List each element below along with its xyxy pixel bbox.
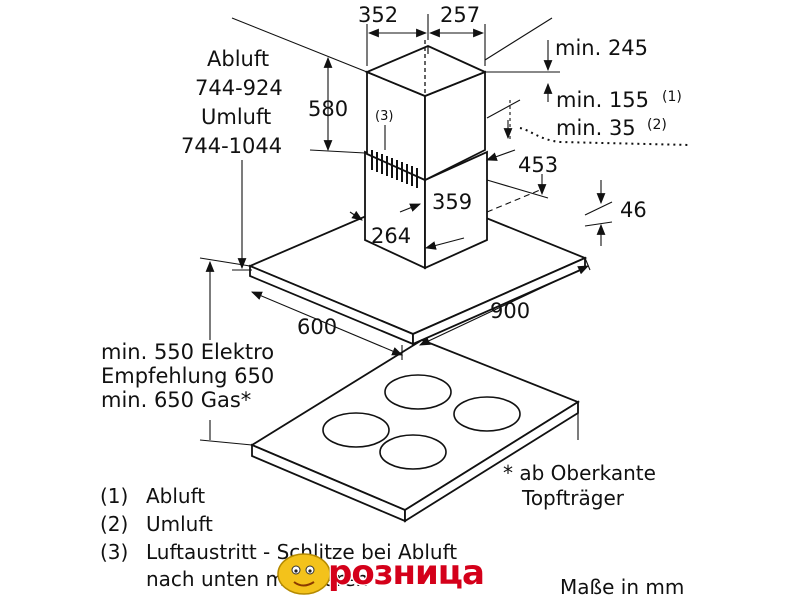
- label-min-245: min. 245: [555, 36, 648, 60]
- hood-chimney: [364, 40, 488, 270]
- label-600: 600: [297, 315, 337, 339]
- label-empfehlung: Empfehlung 650: [101, 364, 274, 388]
- note-asterisk-2: Topfträger: [521, 486, 625, 510]
- label-min-35: min. 35: [556, 116, 636, 140]
- legend-text-1: Abluft: [146, 484, 205, 508]
- svg-text:розница: розница: [328, 553, 484, 593]
- label-453: 453: [518, 153, 558, 177]
- note-units: Maße in mm: [560, 575, 684, 599]
- label-46: 46: [620, 198, 647, 222]
- legend-text-2: Umluft: [146, 512, 213, 536]
- label-umluft-range: 744-1044: [181, 134, 282, 158]
- burner-back: [384, 374, 452, 410]
- legend-num-2: (2): [100, 512, 128, 536]
- label-580: 580: [308, 97, 348, 121]
- label-min-550: min. 550 Elektro: [101, 340, 274, 364]
- label-vent-ref: (3): [375, 109, 393, 124]
- burner-front: [379, 434, 447, 470]
- label-359: 359: [432, 190, 472, 214]
- note-asterisk-1: * ab Oberkante: [503, 461, 656, 485]
- legend: (1) Abluft (2) Umluft (3) Luftaustritt -…: [100, 484, 457, 591]
- label-abluft: Abluft: [207, 47, 269, 71]
- dimension-labels: 352 257 min. 245 Abluft 744-924 Umluft 7…: [101, 3, 684, 599]
- legend-num-3: (3): [100, 540, 128, 564]
- label-257: 257: [440, 3, 480, 27]
- label-min-35-ref: (2): [647, 117, 667, 133]
- dimension-lines: [199, 14, 691, 446]
- label-900: 900: [490, 299, 530, 323]
- label-abluft-range: 744-924: [195, 76, 283, 100]
- cooktop: [250, 338, 580, 523]
- label-min-155: min. 155: [556, 88, 649, 112]
- legend-num-1: (1): [100, 484, 128, 508]
- burner-left: [322, 412, 390, 448]
- vent-slots: [371, 150, 418, 188]
- label-352: 352: [358, 3, 398, 27]
- legend-text-3b: nach unten montieren: [146, 567, 368, 591]
- label-min-650-gas: min. 650 Gas*: [101, 388, 251, 412]
- label-264: 264: [371, 224, 411, 248]
- label-umluft: Umluft: [201, 105, 271, 129]
- burner-right: [453, 396, 521, 432]
- label-min-155-ref: (1): [662, 89, 682, 105]
- mascot-face-icon: [277, 553, 331, 595]
- retailer-watermark-logo: розница: [277, 552, 486, 595]
